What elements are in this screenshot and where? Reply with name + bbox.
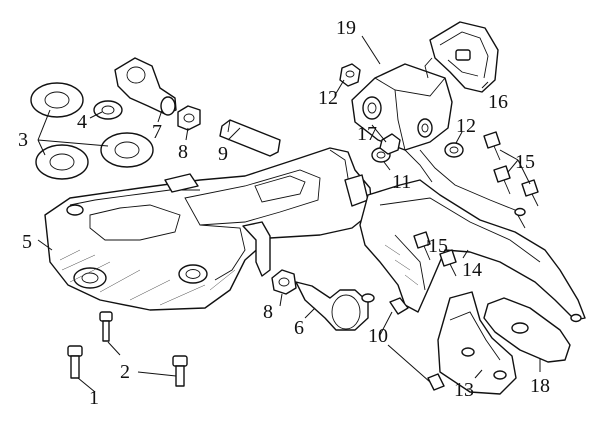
callout-15-lower: 15 <box>428 235 448 257</box>
callout-8-upper: 8 <box>178 141 188 163</box>
part-17-bolt <box>379 133 401 155</box>
callout-12-left: 12 <box>318 87 338 109</box>
callout-11: 11 <box>392 171 411 193</box>
part-8-nut-lower <box>271 269 297 295</box>
part-13-plate-bracket <box>437 291 517 395</box>
part-2-bolt-left <box>99 311 113 342</box>
callout-1: 1 <box>89 387 99 409</box>
part-12-nut-right <box>444 142 464 158</box>
callout-12-right: 12 <box>456 115 476 137</box>
callout-16: 16 <box>488 91 508 113</box>
part-2-bolt-right <box>172 355 188 387</box>
callout-9: 9 <box>218 143 228 165</box>
callout-17: 17 <box>357 123 377 145</box>
callout-4: 4 <box>77 111 87 133</box>
callout-13: 13 <box>454 379 474 401</box>
callout-15-upper: 15 <box>515 151 535 173</box>
part-15-screws <box>413 131 539 277</box>
part-19-tail-light-housing <box>351 63 453 151</box>
part-6-indicator <box>295 281 375 331</box>
part-7-damper <box>114 57 177 116</box>
part-10-clips <box>389 297 445 391</box>
part-8-nut-upper <box>177 105 201 131</box>
callout-2: 2 <box>120 361 130 383</box>
part-16-tail-lamp <box>424 21 499 93</box>
callout-19: 19 <box>336 17 356 39</box>
part-12-nut-left <box>339 63 361 87</box>
part-5-rear-subframe <box>44 147 373 311</box>
leader-lines <box>37 35 541 393</box>
part-9-rod <box>219 119 281 157</box>
part-4-nut <box>93 100 123 120</box>
callout-8-lower: 8 <box>263 301 273 323</box>
callout-labels: 1 2 3 4 5 6 7 8 8 9 10 11 12 12 13 14 15… <box>18 17 550 409</box>
callout-6: 6 <box>294 317 304 339</box>
callout-7: 7 <box>152 121 162 143</box>
callout-3: 3 <box>18 129 28 151</box>
part-14-license-bracket <box>359 149 586 323</box>
callout-18: 18 <box>530 375 550 397</box>
part-3-grommets <box>30 82 154 180</box>
callout-5: 5 <box>22 231 32 253</box>
callout-10: 10 <box>368 325 388 347</box>
part-18-reflector <box>483 297 571 363</box>
part-1-bolt <box>67 345 83 379</box>
callout-14: 14 <box>462 259 482 281</box>
